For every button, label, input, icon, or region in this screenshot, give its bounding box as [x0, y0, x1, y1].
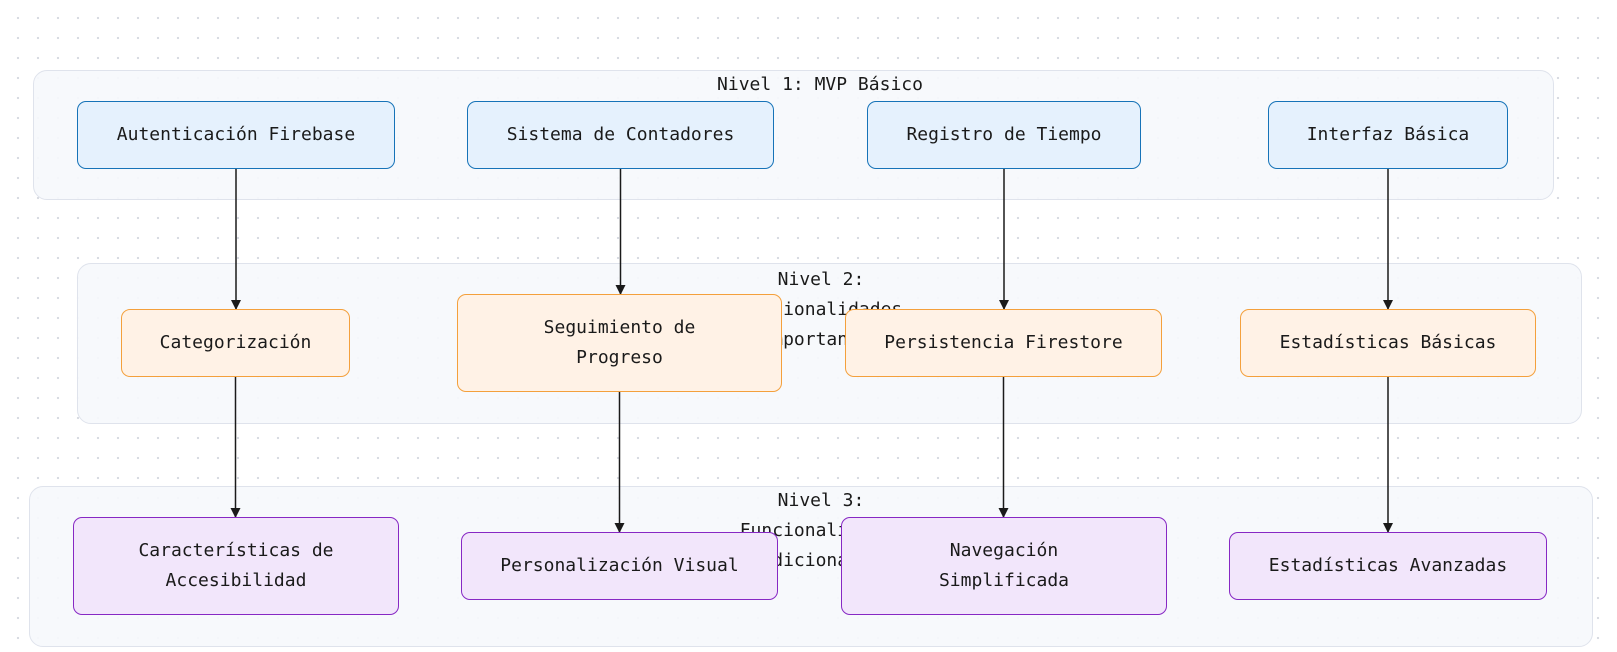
node-estadisticas-avanzadas[interactable]: Estadísticas Avanzadas — [1229, 532, 1547, 600]
node-estadisticas-basicas[interactable]: Estadísticas Básicas — [1240, 309, 1536, 377]
node-persistencia-firestore[interactable]: Persistencia Firestore — [845, 309, 1162, 377]
node-registro-de-tiempo[interactable]: Registro de Tiempo — [867, 101, 1141, 169]
node-categorizacion[interactable]: Categorización — [121, 309, 350, 377]
node-navegacion-simplificada[interactable]: Navegación Simplificada — [841, 517, 1167, 615]
node-autenticacion-firebase[interactable]: Autenticación Firebase — [77, 101, 395, 169]
node-personalizacion-visual[interactable]: Personalización Visual — [461, 532, 778, 600]
node-sistema-de-contadores[interactable]: Sistema de Contadores — [467, 101, 774, 169]
node-caracteristicas-de-accesibilidad[interactable]: Características de Accesibilidad — [73, 517, 399, 615]
node-seguimiento-de-progreso[interactable]: Seguimiento de Progreso — [457, 294, 782, 392]
node-interfaz-basica[interactable]: Interfaz Básica — [1268, 101, 1508, 169]
